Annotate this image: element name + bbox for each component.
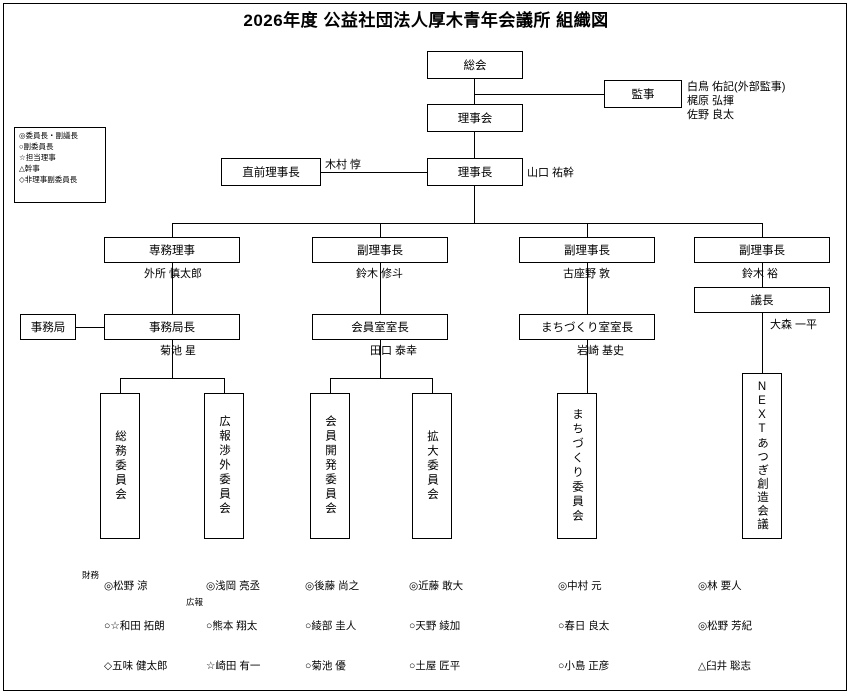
legend-item-4: ◇非理事副委員長 bbox=[19, 174, 78, 184]
machi-shitsucho-name: 岩崎 基史 bbox=[577, 345, 625, 357]
fuku-rijicho-1-name: 鈴木 修斗 bbox=[356, 268, 404, 280]
node-rijicho: 理事長 bbox=[427, 158, 523, 186]
list-item: ☆崎田 有一 bbox=[206, 660, 261, 673]
committee-box-machizukuri: まちづくり委員会 bbox=[557, 393, 597, 539]
node-rijikai: 理事会 bbox=[427, 104, 523, 132]
kanji-name-1: 梶原 弘揮 bbox=[687, 95, 735, 107]
fuku-rijicho-3-name: 鈴木 裕 bbox=[742, 268, 779, 280]
connector-jimukyokucho-down bbox=[172, 340, 173, 378]
list-item: ◎松野 涼 bbox=[104, 579, 148, 592]
connector-jimukyoku-jimukyokucho bbox=[76, 327, 104, 328]
committee-box-kaiin-kaihatsu: 会員開発委員会 bbox=[310, 393, 350, 539]
rijicho-name: 山口 祐幹 bbox=[527, 167, 575, 179]
connector-kaiinshitsu-down bbox=[380, 340, 381, 378]
legend-item-1: ○副委員長 bbox=[19, 141, 54, 151]
side-label-zaimu: 財務 bbox=[82, 570, 100, 580]
connector-kakudai bbox=[432, 378, 433, 393]
connector-rijikai-rijicho bbox=[474, 132, 475, 158]
node-kanji: 監事 bbox=[604, 80, 682, 108]
connector-rijicho-bus bbox=[474, 186, 475, 223]
committee-box-kakudai: 拡大委員会 bbox=[412, 393, 452, 539]
fuku-rijicho-2-name: 古座野 敦 bbox=[563, 268, 611, 280]
senmu-riji-name: 外所 慎太郎 bbox=[144, 268, 203, 280]
list-item: ○天野 綾加 bbox=[409, 620, 461, 633]
legend-item-2: ☆担当理事 bbox=[19, 152, 56, 162]
list-item: △臼井 聡志 bbox=[698, 660, 751, 673]
node-chokuzen-rijicho: 直前理事長 bbox=[221, 158, 321, 186]
committee-box-next-atsugi: NEXTあつぎ創造会議 bbox=[742, 373, 782, 539]
list-item: ◎中村 元 bbox=[558, 579, 602, 592]
list-item: ○菊池 優 bbox=[305, 660, 346, 673]
connector-machishitsu-machiiinkai bbox=[587, 340, 588, 393]
node-gicho: 議長 bbox=[694, 287, 830, 313]
gicho-name: 大森 一平 bbox=[770, 319, 818, 331]
node-jimukyoku: 事務局 bbox=[20, 314, 76, 340]
connector-bus-fuku3 bbox=[762, 223, 763, 237]
node-machi-shitsucho: まちづくり室室長 bbox=[519, 314, 655, 340]
node-senmu-riji: 専務理事 bbox=[104, 237, 240, 263]
chokuzen-rijicho-name: 木村 惇 bbox=[325, 159, 362, 171]
list-item: ◎近藤 敢大 bbox=[409, 579, 464, 592]
node-kaiin-shitsucho: 会員室室長 bbox=[312, 314, 448, 340]
node-jimukyokucho: 事務局長 bbox=[104, 314, 240, 340]
kanji-name-2: 佐野 良太 bbox=[687, 109, 735, 121]
member-list-next-atsugi: ◎林 要人 ◎松野 芳紀 △臼井 聡志 △塩見 浩一 △津波 邦孝 上村 瑠衣 … bbox=[698, 553, 752, 696]
committee-box-kouhou: 広報渉外委員会 bbox=[204, 393, 244, 539]
kanji-names: 白鳥 佑記(外部監事) 梶原 弘揮 佐野 良太 bbox=[687, 80, 785, 122]
bus-soumu-kouhou bbox=[120, 378, 224, 379]
legend-box: ◎委員長・副議長 ○副委員長 ☆担当理事 △幹事 ◇非理事副委員長 bbox=[14, 127, 106, 203]
member-list-soumu: ◎松野 涼 ○☆和田 拓朗 ◇五味 健太郎 △小笠原 啓詩 磯ヶ谷 一希 一色 … bbox=[104, 553, 168, 696]
committee-box-soumu: 総務委員会 bbox=[100, 393, 140, 539]
jimukyokucho-name: 菊池 星 bbox=[160, 345, 197, 357]
side-label-kouhou: 広報 bbox=[186, 597, 204, 607]
connector-sokai-kanji bbox=[474, 94, 604, 95]
member-list-kakudai: ◎近藤 敢大 ○天野 綾加 ○土屋 匠平 △鎌田 恭平 今村 友哉 落合 周 樺… bbox=[409, 553, 463, 696]
kanji-name-0: 白鳥 佑記(外部監事) bbox=[687, 81, 786, 93]
connector-chokuzen-rijicho bbox=[321, 172, 427, 173]
list-item: ◎松野 芳紀 bbox=[698, 620, 753, 633]
node-fuku-rijicho-1: 副理事長 bbox=[312, 237, 448, 263]
connector-kouhou bbox=[224, 378, 225, 393]
node-fuku-rijicho-3: 副理事長 bbox=[694, 237, 830, 263]
bus-kaiin-kakudai bbox=[330, 378, 432, 379]
page-title: 2026年度 公益社団法人厚木青年会議所 組織図 bbox=[243, 11, 609, 30]
connector-senmu-jimukyokucho bbox=[172, 263, 173, 314]
connector-bus-senmu bbox=[172, 223, 173, 237]
page-border bbox=[3, 3, 847, 691]
connector-fuku2-machishitsu bbox=[587, 263, 588, 314]
connector-bus-fuku2 bbox=[587, 223, 588, 237]
member-list-kaiin-kaihatsu: ◎後藤 尚之 ○綾部 圭人 ○菊池 優 △小原 征司 △栫井 辰也 小野塚 貴大… bbox=[305, 553, 360, 696]
list-item: ◎後藤 尚之 bbox=[305, 579, 360, 592]
list-item: ○土屋 匠平 bbox=[409, 660, 461, 673]
member-list-machizukuri: ◎中村 元 ○春日 良太 ○小島 正彦 △町方 琴音 岡本 達也 髙田 昌慶 中… bbox=[558, 553, 613, 696]
connector-fuku1-kaiinshitsu bbox=[380, 263, 381, 314]
connector-kaiin-kaihatsu bbox=[330, 378, 331, 393]
list-item: ○☆和田 拓朗 bbox=[104, 620, 165, 633]
legend-item-0: ◎委員長・副議長 bbox=[19, 131, 79, 140]
bus-directors bbox=[172, 223, 762, 224]
connector-bus-fuku1 bbox=[380, 223, 381, 237]
list-item: ◎林 要人 bbox=[698, 579, 742, 592]
list-item: ○小島 正彦 bbox=[558, 660, 610, 673]
list-item: ◇五味 健太郎 bbox=[104, 660, 168, 673]
node-sokai: 総会 bbox=[427, 51, 523, 79]
connector-gicho-next bbox=[762, 313, 763, 373]
list-item: ○綾部 圭人 bbox=[305, 620, 357, 633]
list-item: ◎浅岡 亮丞 bbox=[206, 579, 261, 592]
kaiin-shitsucho-name: 田口 泰幸 bbox=[370, 345, 418, 357]
list-item: ○春日 良太 bbox=[558, 620, 610, 633]
connector-soumu bbox=[120, 378, 121, 393]
connector-fuku3-gicho bbox=[762, 263, 763, 287]
node-fuku-rijicho-2: 副理事長 bbox=[519, 237, 655, 263]
member-list-kouhou: ◎浅岡 亮丞 ○熊本 翔太 ☆崎田 有一 △石井 翼 太田 咲弥香 加川 翼 熊… bbox=[206, 553, 261, 696]
list-item: ○熊本 翔太 bbox=[206, 620, 258, 633]
legend-item-3: △幹事 bbox=[19, 163, 40, 173]
